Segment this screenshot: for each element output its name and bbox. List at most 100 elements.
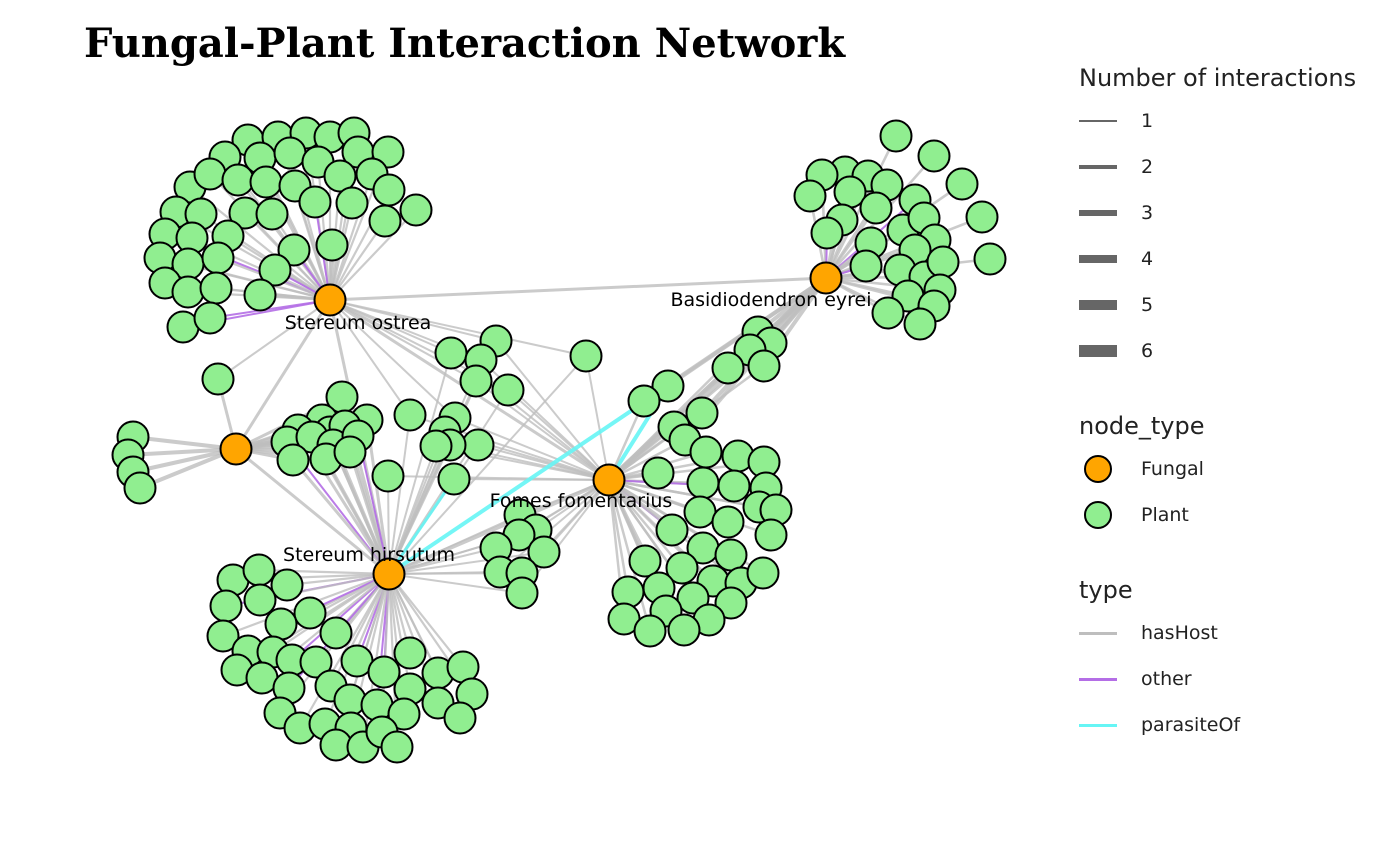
plant-node bbox=[711, 351, 745, 385]
plant-node bbox=[714, 586, 748, 620]
plant-node bbox=[793, 179, 827, 213]
edge bbox=[608, 479, 683, 569]
edge bbox=[585, 355, 610, 481]
legend-key bbox=[1079, 702, 1121, 748]
plant-node bbox=[917, 139, 951, 173]
plant-node bbox=[199, 271, 233, 305]
legend-key bbox=[1079, 282, 1121, 328]
network-graph: Stereum ostrea Basidiodendron eyrei Fome… bbox=[111, 116, 1007, 764]
label-fomes-fomentarius: Fomes fomentarius bbox=[490, 490, 673, 512]
legend-width-item: 3 bbox=[1079, 190, 1394, 236]
legend-key bbox=[1079, 446, 1121, 492]
plant-node bbox=[171, 275, 205, 309]
plant-node bbox=[633, 614, 667, 648]
edge bbox=[348, 451, 391, 575]
label-stereum-ostrea: Stereum ostrea bbox=[285, 312, 432, 334]
plant-node bbox=[255, 197, 289, 231]
plant-node bbox=[641, 456, 675, 490]
legend-type-title: type bbox=[1079, 576, 1133, 604]
plant-node bbox=[315, 228, 349, 262]
plant-node bbox=[276, 443, 310, 477]
edge bbox=[234, 299, 332, 450]
plant-node bbox=[368, 204, 402, 238]
plant-node bbox=[221, 163, 255, 197]
edge bbox=[132, 447, 237, 474]
plant-node bbox=[206, 619, 240, 653]
plant-node bbox=[333, 683, 367, 717]
plant-node bbox=[193, 301, 227, 335]
plant-node bbox=[243, 278, 277, 312]
chart-title: Fungal-Plant Interaction Network bbox=[84, 20, 846, 67]
plant-node bbox=[754, 518, 788, 552]
edge bbox=[235, 447, 390, 576]
plant-node bbox=[569, 339, 603, 373]
plant-node bbox=[651, 369, 685, 403]
plant-node bbox=[903, 307, 937, 341]
edge bbox=[209, 299, 331, 319]
legend-key bbox=[1079, 610, 1121, 656]
plant-node bbox=[201, 241, 235, 275]
plant-node bbox=[209, 589, 243, 623]
legend-label: 4 bbox=[1141, 248, 1154, 270]
plant-node bbox=[717, 469, 751, 503]
legend-key bbox=[1079, 236, 1121, 282]
legend-type-item: hasHost bbox=[1079, 610, 1394, 656]
fungal-node bbox=[219, 432, 253, 466]
legend-width-item: 5 bbox=[1079, 282, 1394, 328]
plant-node bbox=[459, 364, 493, 398]
edge bbox=[388, 547, 497, 575]
plant-node bbox=[527, 535, 561, 569]
legend-label: 3 bbox=[1141, 202, 1154, 224]
plant-node bbox=[627, 384, 661, 418]
edge bbox=[329, 299, 456, 419]
plant-node bbox=[437, 462, 471, 496]
edge bbox=[388, 551, 545, 575]
legend-width-item: 1 bbox=[1079, 98, 1394, 144]
legend-label: 5 bbox=[1141, 294, 1154, 316]
legend-label: 1 bbox=[1141, 110, 1154, 132]
edge bbox=[127, 447, 237, 457]
plant-node bbox=[393, 398, 427, 432]
edge bbox=[388, 352, 452, 575]
edge bbox=[139, 447, 237, 490]
plant-node bbox=[611, 575, 645, 609]
legend-key bbox=[1079, 144, 1121, 190]
edge bbox=[132, 435, 237, 451]
edge bbox=[387, 384, 670, 576]
edge bbox=[388, 573, 464, 668]
plant-node bbox=[443, 701, 477, 735]
legend-type-item: parasiteOf bbox=[1079, 702, 1394, 748]
edge bbox=[286, 572, 390, 587]
plant-node bbox=[655, 513, 689, 547]
plant-node bbox=[319, 616, 353, 650]
plant-node bbox=[461, 428, 495, 462]
plant-node bbox=[201, 362, 235, 396]
plant-node bbox=[628, 544, 662, 578]
plant-node bbox=[193, 157, 227, 191]
legend-label: Fungal bbox=[1141, 458, 1204, 480]
legend-label: 2 bbox=[1141, 156, 1154, 178]
plant-node bbox=[270, 568, 304, 602]
plant-node bbox=[686, 466, 720, 500]
legend-width-title: Number of interactions bbox=[1079, 64, 1357, 92]
legend-key bbox=[1079, 492, 1121, 538]
legend-width-item: 4 bbox=[1079, 236, 1394, 282]
plant-node bbox=[264, 607, 298, 641]
plant-node bbox=[399, 193, 433, 227]
plant-node bbox=[371, 459, 405, 493]
edge bbox=[329, 299, 587, 357]
plant-node bbox=[505, 576, 539, 610]
edge bbox=[388, 573, 523, 594]
edge bbox=[329, 299, 411, 416]
plant-node bbox=[965, 200, 999, 234]
plant-node bbox=[879, 119, 913, 153]
legend-nodetype-item: Plant bbox=[1079, 492, 1394, 538]
plant-node bbox=[273, 136, 307, 170]
legend-label: parasiteOf bbox=[1141, 714, 1241, 736]
plant-node bbox=[711, 505, 745, 539]
legend-nodetype-title: node_type bbox=[1079, 412, 1205, 440]
plant-node bbox=[685, 396, 719, 430]
